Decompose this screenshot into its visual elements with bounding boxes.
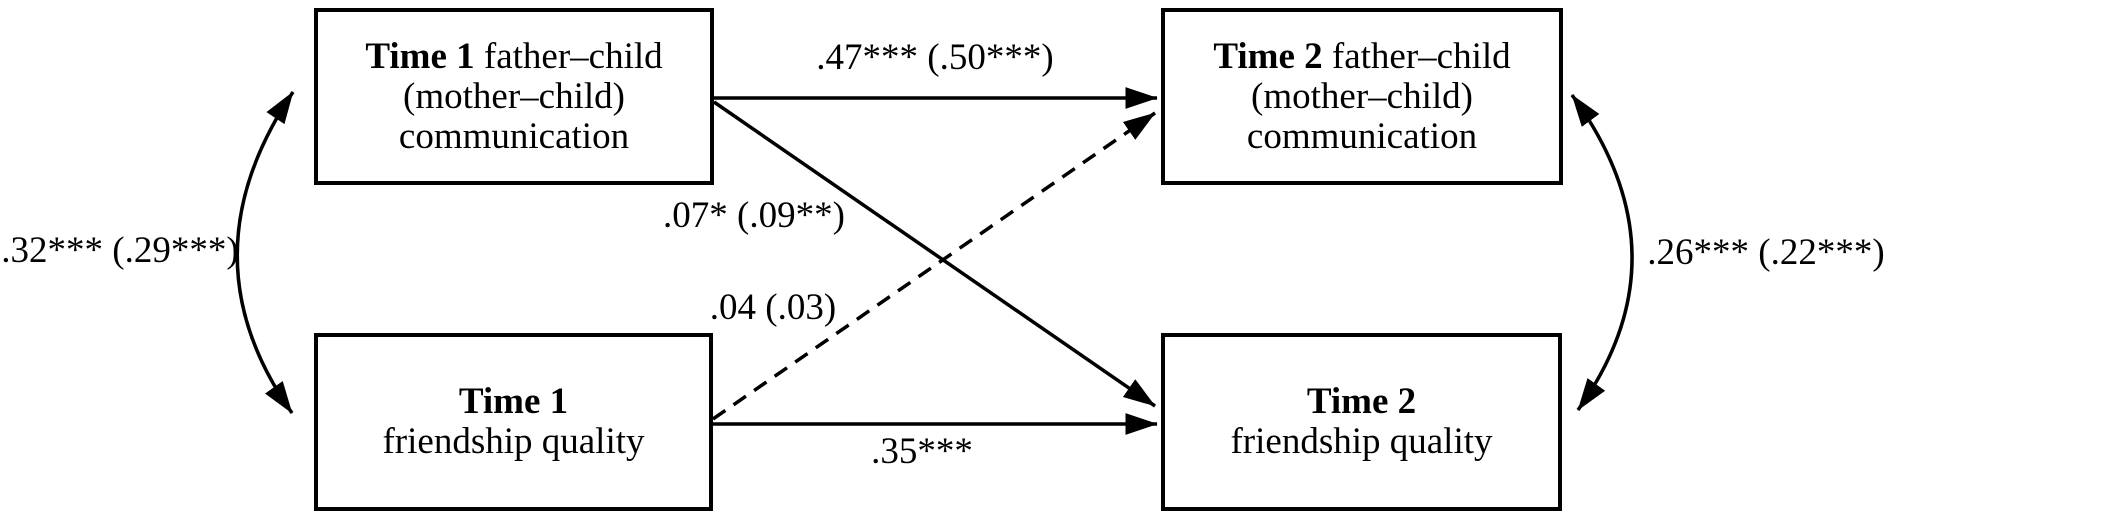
box-title-text: friendship quality [382,421,645,462]
box-t2-communication-text: Time 2 father–child (mother–child) commu… [1213,35,1511,157]
box-title-line3: communication [398,115,630,157]
box-title-text: friendship quality [1230,421,1493,462]
label-stability-communication: .47*** (.50***) [816,37,1054,78]
box-t1-friendship: Time 1 friendship quality [314,333,713,511]
box-title-line3: communication [1246,115,1478,157]
label-cross-friendship-to-comm: .04 (.03) [709,287,837,328]
label-cross-comm-to-friendship: .07* (.09**) [663,195,845,236]
box-time-label: Time 2 [1213,35,1323,77]
box-t1-communication-text: Time 1 father–child (mother–child) commu… [365,35,663,157]
box-title-text: father–child [1322,35,1511,77]
box-t2-friendship: Time 2 friendship quality [1161,333,1562,511]
box-time-label: Time 2 [1306,381,1417,422]
arrow-t1comm-to-t2friend [713,100,1156,408]
box-time-label: Time 1 [458,381,569,422]
label-stability-friendship: .35*** [871,431,973,472]
box-title-line2: (mother–child) [403,75,625,117]
box-t2-friendship-text: Time 2 friendship quality [1230,382,1492,462]
label-covariance-time2: .26*** (.22***) [1647,232,1885,273]
box-title-text: father–child [474,35,663,77]
covariance-arrow-time2 [1570,93,1634,412]
box-title-line2: (mother–child) [1251,75,1473,117]
box-t1-communication: Time 1 father–child (mother–child) commu… [314,8,714,185]
arrow-t1friend-to-t2comm-dashed [712,111,1156,421]
covariance-arrow-time1 [235,91,295,415]
box-t2-communication: Time 2 father–child (mother–child) commu… [1161,8,1563,185]
label-covariance-time1: .32*** (.29***) [1,230,239,271]
box-time-label: Time 1 [365,35,475,77]
box-t1-friendship-text: Time 1 friendship quality [382,382,644,462]
